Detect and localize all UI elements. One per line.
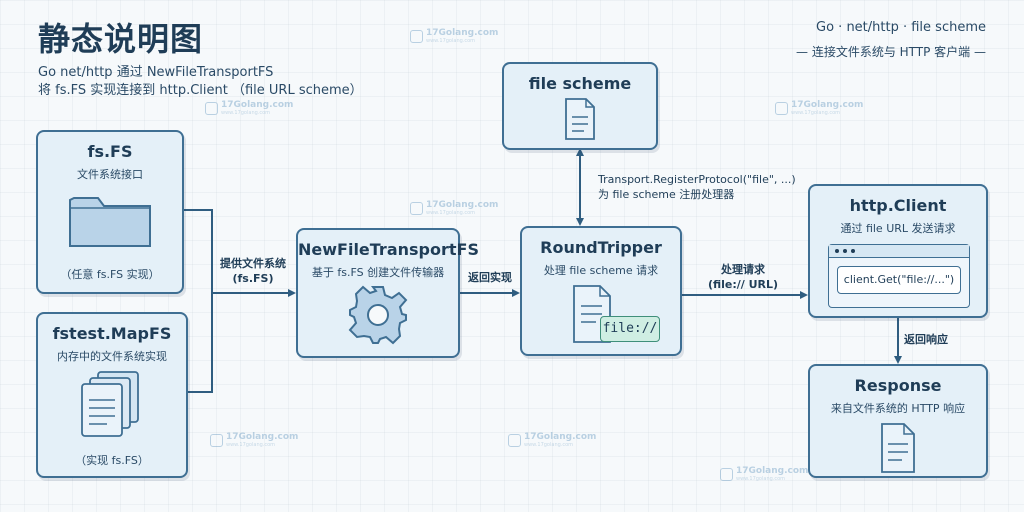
node-title: Response <box>854 376 942 395</box>
watermark-logo-icon <box>410 29 423 43</box>
node-title: http.Client <box>849 196 947 215</box>
label-provide-fs: 提供文件系统 (fs.FS) <box>212 256 294 286</box>
window-dot-icon <box>851 249 855 253</box>
watermark-logo-icon <box>410 201 423 215</box>
watermark-logo-icon <box>508 433 521 447</box>
document-icon <box>881 423 915 473</box>
label-handle-request: 处理请求 (file:// URL) <box>707 263 779 291</box>
node-subtitle: 来自文件系统的 HTTP 响应 <box>830 402 966 415</box>
subtitle-line-1: Go net/http 通过 NewFileTransportFS <box>38 65 274 80</box>
node-fstest-mapfs: fstest.MapFS 内存中的文件系统实现 （实现 fs.FS） <box>36 312 188 478</box>
gear-icon <box>348 285 408 345</box>
label-return-impl: 返回实现 <box>468 271 512 284</box>
node-title: NewFileTransportFS <box>298 240 479 259</box>
node-subtitle: 通过 file URL 发送请求 <box>840 222 956 235</box>
node-title: fstest.MapFS <box>52 324 172 343</box>
node-subtitle: 基于 fs.FS 创建文件传输器 <box>311 266 445 279</box>
node-roundtripper: RoundTripper 处理 file scheme 请求 file:// <box>520 226 682 356</box>
label-return-response: 返回响应 <box>904 333 948 346</box>
browser-window: client.Get("file://...") <box>828 244 970 308</box>
code-snippet: client.Get("file://...") <box>837 266 961 294</box>
node-http-client: http.Client 通过 file URL 发送请求 client.Get(… <box>808 184 988 318</box>
node-footer: （任意 fs.FS 实现） <box>60 268 160 281</box>
edge-merge-bracket <box>184 209 213 393</box>
watermark-logo-icon <box>720 467 733 481</box>
topright-caption: Go · net/http · file scheme — 连接文件系统与 HT… <box>796 20 986 60</box>
node-newfiletransportfs: NewFileTransportFS 基于 fs.FS 创建文件传输器 <box>296 228 479 358</box>
label-line: (fs.FS) <box>232 272 274 285</box>
subtitle-line-2: 将 fs.FS 实现连接到 http.Client （file URL sche… <box>38 83 363 98</box>
node-subtitle: 内存中的文件系统实现 <box>57 350 167 363</box>
node-file-scheme: file scheme <box>502 62 658 150</box>
topright-line-2: — 连接文件系统与 HTTP 客户端 — <box>796 45 986 59</box>
window-titlebar <box>829 245 969 258</box>
node-fs-fs: fs.FS 文件系统接口 （任意 fs.FS 实现） <box>36 130 184 294</box>
node-subtitle: 处理 file scheme 请求 <box>543 264 659 277</box>
node-title: fs.FS <box>87 142 133 161</box>
label-line: 提供文件系统 <box>220 257 286 270</box>
node-subtitle: 文件系统接口 <box>77 168 143 181</box>
watermark-logo-icon <box>210 433 223 447</box>
node-title: RoundTripper <box>540 238 662 257</box>
label-register-protocol: Transport.RegisterProtocol("file", ...) … <box>598 173 796 201</box>
window-dot-icon <box>835 249 839 253</box>
node-footer: （实现 fs.FS） <box>75 454 149 467</box>
file-scheme-tag: file:// <box>600 316 660 342</box>
watermark-logo-icon <box>205 101 218 115</box>
folder-icon <box>69 197 151 247</box>
watermark-logo-icon <box>775 101 788 115</box>
documents-stack-icon <box>81 371 139 437</box>
node-response: Response 来自文件系统的 HTTP 响应 <box>808 364 988 478</box>
topright-line-1: Go · net/http · file scheme <box>816 20 986 35</box>
node-title: file scheme <box>528 74 632 93</box>
window-dot-icon <box>843 249 847 253</box>
page-subtitle: Go net/http 通过 NewFileTransportFS 将 fs.F… <box>38 64 363 100</box>
page-title: 静态说明图 <box>38 20 204 58</box>
document-icon <box>565 98 595 140</box>
